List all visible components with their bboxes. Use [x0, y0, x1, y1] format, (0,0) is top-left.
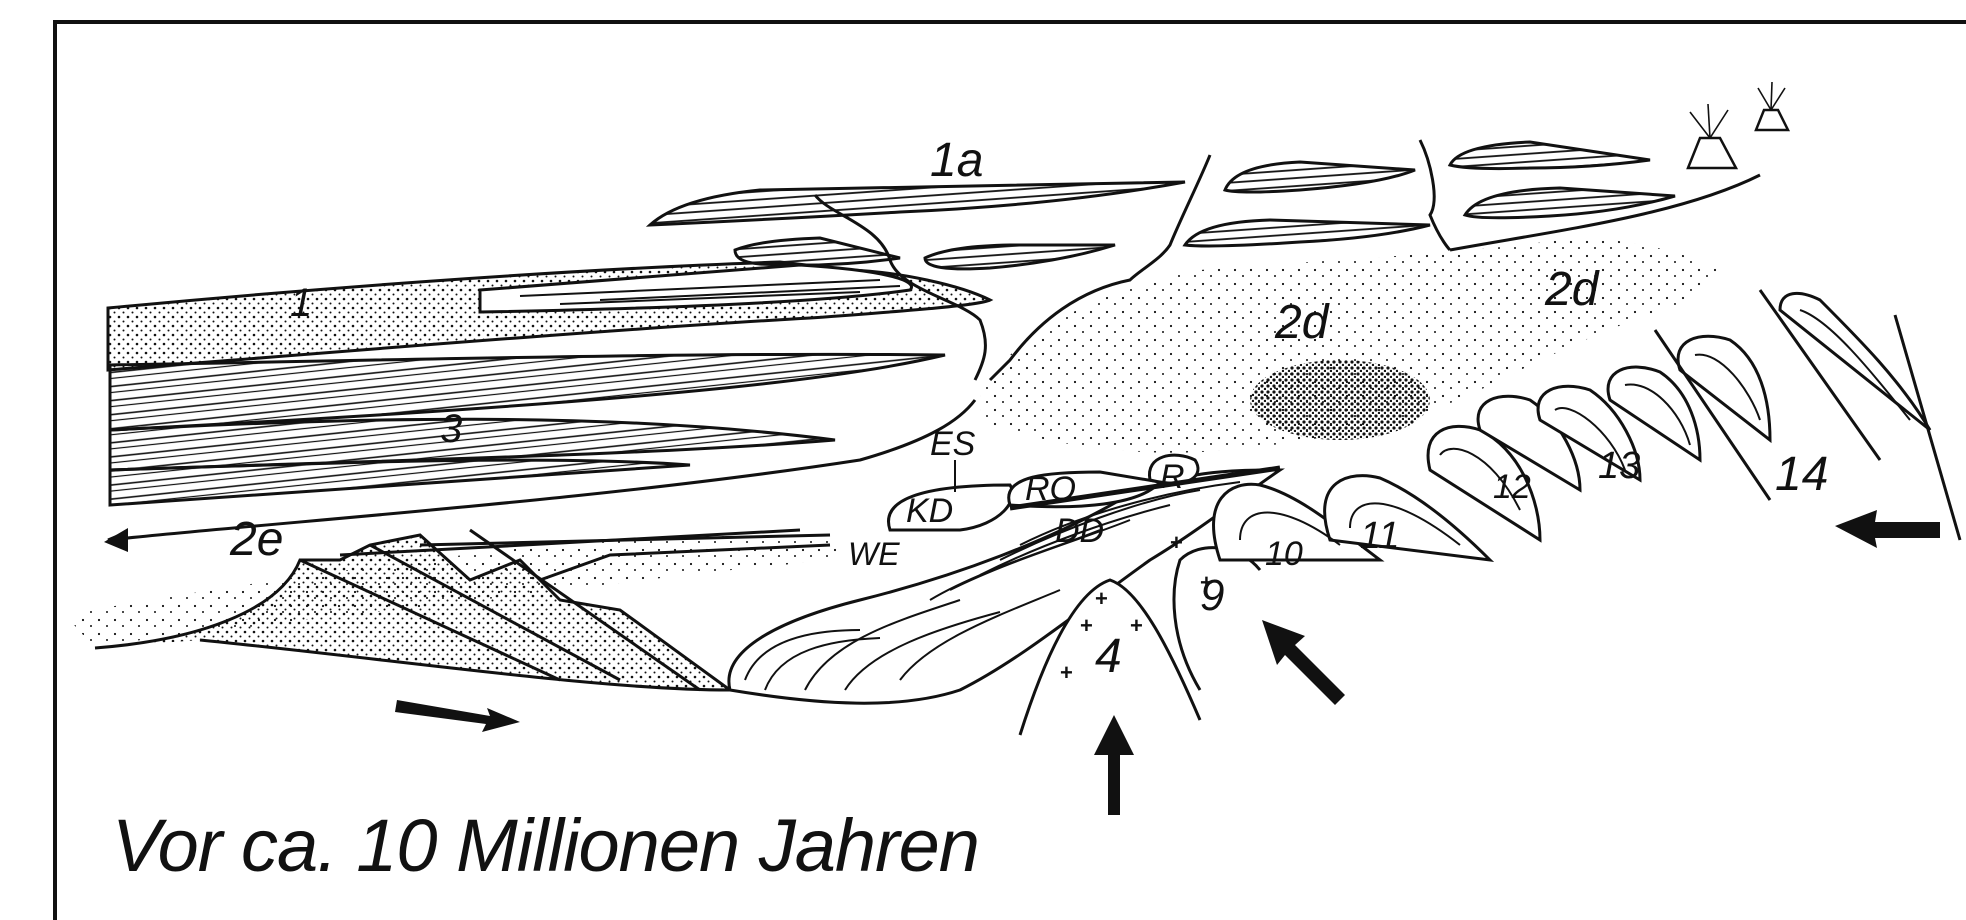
label-12: 12	[1493, 468, 1531, 506]
label-13: 13	[1598, 445, 1640, 487]
label-es: ES	[930, 425, 976, 463]
label-2d-right: 2d	[1544, 263, 1600, 316]
label-10: 10	[1265, 535, 1303, 573]
label-9: 9	[1200, 571, 1224, 620]
label-ro: RO	[1025, 470, 1076, 508]
label-kd: KD	[906, 492, 953, 530]
label-4: 4	[1095, 630, 1122, 683]
label-1a: 1a	[930, 134, 983, 187]
label-11: 11	[1360, 515, 1399, 557]
volcano-icon	[1688, 110, 1788, 168]
svg-text:+: +	[1095, 586, 1108, 611]
svg-text:+: +	[1080, 613, 1093, 638]
dense-stipple-2d	[1250, 360, 1430, 440]
figure-caption: Vor ca. 10 Millionen Jahren	[112, 803, 979, 888]
svg-text:+: +	[1170, 530, 1183, 555]
left-arrowhead	[104, 528, 128, 552]
svg-text:+: +	[1130, 613, 1143, 638]
label-r: R	[1160, 458, 1185, 496]
label-14: 14	[1775, 448, 1828, 501]
label-we: WE	[848, 536, 900, 572]
label-3: 3	[440, 407, 462, 451]
label-dd: DD	[1055, 512, 1104, 550]
label-2e: 2e	[229, 513, 283, 566]
strata-3	[110, 354, 945, 505]
svg-text:+: +	[1060, 660, 1073, 685]
label-2d-left: 2d	[1274, 296, 1330, 349]
label-1: 1	[290, 281, 312, 325]
